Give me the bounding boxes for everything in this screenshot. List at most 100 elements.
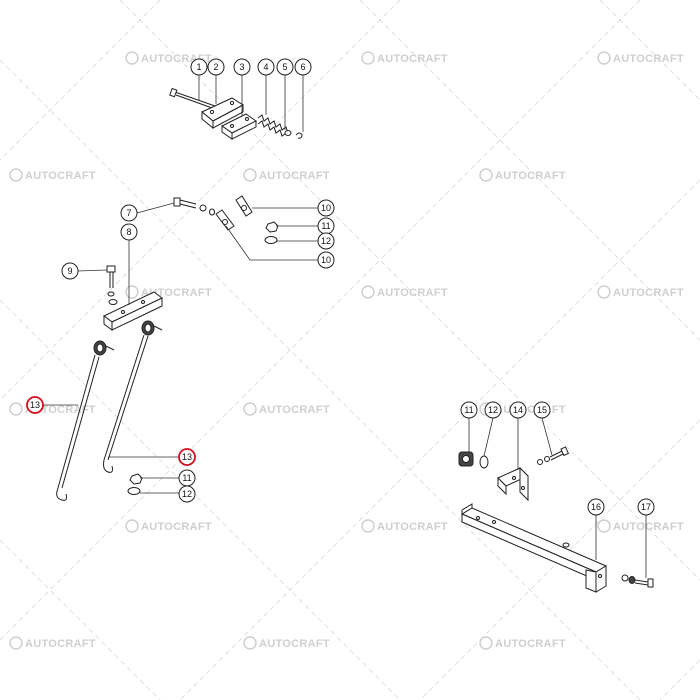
bolt-part [173,197,197,209]
bracket-part [497,466,529,502]
callout-13-highlighted[interactable]: 13 [26,396,44,414]
callout-label: 7 [126,208,131,218]
callout-label: 17 [641,502,651,512]
bolt-part [106,265,116,288]
watermark: AUTOCRAFT [243,636,330,650]
right-assembly: 11 12 14 15 16 17 [458,401,655,593]
watermark-text: AUTOCRAFT [613,521,684,533]
cable-part [56,334,149,501]
bolt-part [537,446,570,465]
callout-label: 14 [513,405,523,415]
top-assembly: 1 2 3 4 5 6 [169,58,312,140]
cotter-pin-part [295,132,303,139]
watermark: AUTOCRAFT [243,402,330,416]
callout-12[interactable]: 12 [484,401,502,419]
callout-14[interactable]: 14 [509,401,527,419]
watermark: AUTOCRAFT [597,51,684,65]
watermark: AUTOCRAFT [361,51,448,65]
watermark-text: AUTOCRAFT [141,521,212,533]
watermark: AUTOCRAFT [243,168,330,182]
nut-part [265,221,279,233]
callout-label: 10 [321,255,331,265]
callout-label: 12 [182,489,192,499]
clamp-part [93,340,115,356]
washer-part [264,236,278,244]
callout-4[interactable]: 4 [257,58,275,76]
callout-15[interactable]: 15 [533,401,551,419]
callout-8[interactable]: 8 [120,223,138,241]
watermark-text: AUTOCRAFT [495,170,566,182]
spring-part [257,114,289,137]
callout-11[interactable]: 11 [178,469,196,487]
washer-part [209,208,215,216]
callout-label: 4 [263,62,268,72]
callout-16[interactable]: 16 [587,498,605,516]
nut-part [129,473,143,485]
callout-10[interactable]: 10 [317,251,335,269]
bar-part [460,503,608,593]
washer-part [479,455,489,469]
watermark: AUTOCRAFT [597,285,684,299]
callout-label: 11 [182,473,191,483]
watermark-text: AUTOCRAFT [377,53,448,65]
callout-13-highlighted[interactable]: 13 [178,448,196,466]
watermark: AUTOCRAFT [479,636,566,650]
watermark: AUTOCRAFT [9,168,96,182]
watermark-text: AUTOCRAFT [25,170,96,182]
plate-part [201,97,244,130]
watermark-text: AUTOCRAFT [377,521,448,533]
watermark-text: AUTOCRAFT [377,287,448,299]
callout-label: 15 [537,405,547,415]
callout-7[interactable]: 7 [120,204,138,222]
callout-label: 13 [30,400,40,410]
watermark-text: AUTOCRAFT [495,638,566,650]
watermark-text: AUTOCRAFT [259,638,330,650]
callout-5[interactable]: 5 [276,58,294,76]
callout-label: 3 [239,62,244,72]
callout-label: 9 [67,266,72,276]
callout-3[interactable]: 3 [233,58,251,76]
nut-part [458,451,474,467]
callout-1[interactable]: 1 [190,58,208,76]
watermark: AUTOCRAFT [125,519,212,533]
watermark-text: AUTOCRAFT [613,287,684,299]
callout-9[interactable]: 9 [61,262,79,280]
watermark: AUTOCRAFT [597,519,684,533]
callout-label: 16 [591,502,601,512]
callout-label: 1 [196,62,201,72]
bracket-part [103,291,163,331]
watermark: AUTOCRAFT [361,285,448,299]
callout-label: 10 [321,203,331,213]
callout-2[interactable]: 2 [207,58,225,76]
plate-part [221,113,257,140]
callout-label: 2 [213,62,218,72]
callout-label: 13 [182,452,192,462]
watermark-group: AUTOCRAFT AUTOCRAFT AUTOCRAFT AUTOCRAFT … [9,51,684,650]
bolt-part [169,87,216,110]
watermark-text: AUTOCRAFT [613,53,684,65]
watermark-text: AUTOCRAFT [25,638,96,650]
watermark-text: AUTOCRAFT [259,404,330,416]
washer-part [284,130,292,136]
callout-10[interactable]: 10 [317,199,335,217]
watermark: AUTOCRAFT [125,285,212,299]
washer-part [199,204,207,212]
washer-part [107,291,115,297]
callout-6[interactable]: 6 [294,58,312,76]
callout-label: 12 [321,236,331,246]
bracket-part [235,195,253,217]
callout-17[interactable]: 17 [637,498,655,516]
callout-11[interactable]: 11 [460,401,478,419]
watermark: AUTOCRAFT [479,168,566,182]
washer-part [127,487,141,495]
watermark: AUTOCRAFT [9,636,96,650]
callout-label: 8 [126,227,131,237]
callout-12[interactable]: 12 [178,485,196,503]
callout-label: 12 [488,405,498,415]
bracket-part [215,209,235,231]
callout-12[interactable]: 12 [317,232,335,250]
callout-11[interactable]: 11 [317,217,335,235]
watermark-text: AUTOCRAFT [495,404,566,416]
